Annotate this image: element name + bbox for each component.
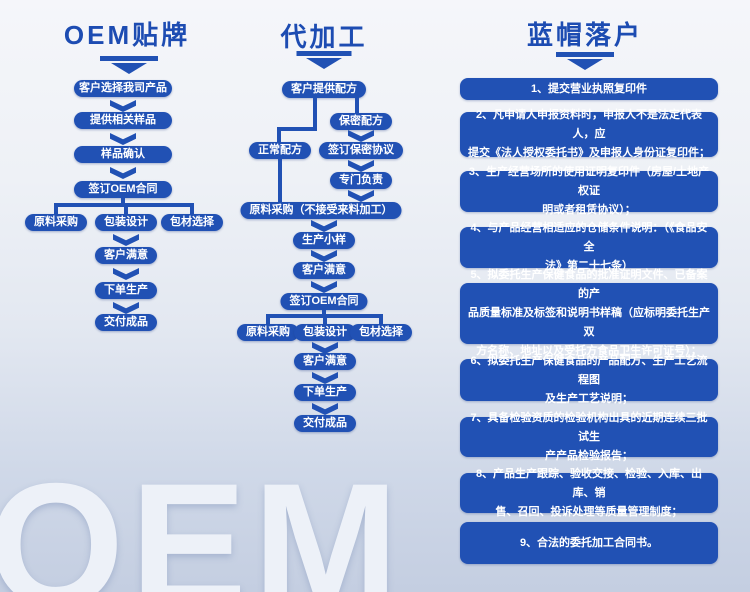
flow-node: 保密配方 — [330, 113, 392, 130]
down-arrow-icon — [111, 63, 147, 74]
flow-node: 专门负责 — [330, 172, 392, 189]
chevron-down-icon — [113, 268, 139, 280]
column-title-oem: OEM贴牌 — [63, 20, 191, 50]
flow-node: 交付成品 — [294, 415, 356, 432]
list-item: 3、生产经营场所的使用证明复印件（房屋/土地产权证 明或者租赁协议）； — [460, 166, 718, 216]
list-item: 8、产品生产跟踪、验收交接、检验、入库、出库、销 售、召回、投诉处理等质量管理制… — [460, 468, 718, 518]
chevron-down-icon — [311, 220, 337, 232]
column-title-daijiagong: 代加工 — [280, 22, 368, 52]
flow-node: 签订OEM合同 — [280, 293, 368, 310]
down-arrow-icon — [306, 58, 342, 69]
flow-node: 客户满意 — [294, 353, 356, 370]
chevron-down-icon — [113, 302, 139, 314]
connector-line — [379, 314, 383, 325]
list-item: 4、与产品经营相适应的仓储条件说明：（《食品安全 法》第二十七条） — [460, 222, 718, 272]
connector-line — [190, 203, 194, 215]
flow-node: 原料采购 — [25, 214, 87, 231]
connector-line — [322, 310, 326, 317]
column-title-lanmao: 蓝帽落户 — [526, 20, 644, 50]
flow-node: 下单生产 — [95, 282, 157, 299]
watermark-text: OEM — [0, 448, 405, 592]
connector-line — [277, 127, 281, 143]
flow-node: 包装设计 — [294, 324, 356, 341]
flow-node: 提供相关样品 — [74, 112, 172, 129]
list-item: 2、凡申请人申报资料时，申报人不是法定代表人，应 提交《法人授权委托书》及申报人… — [460, 109, 718, 159]
flow-node: 客户满意 — [95, 247, 157, 264]
flow-node: 客户选择我司产品 — [74, 80, 172, 97]
chevron-down-icon — [113, 234, 139, 246]
chevron-down-icon — [110, 100, 136, 112]
chevron-down-icon — [312, 372, 338, 384]
list-item: 6、拟委托生产保健食品的产品配方、生产工艺流程图 及生产工艺说明； — [460, 355, 718, 405]
chevron-down-icon — [348, 160, 374, 172]
connector-line — [54, 203, 58, 215]
flow-node: 原料采购 — [237, 324, 299, 341]
connector-line — [266, 314, 270, 325]
connector-line — [121, 198, 125, 205]
connector-line — [278, 158, 282, 203]
flow-node: 下单生产 — [294, 384, 356, 401]
flow-node: 样品确认 — [74, 146, 172, 163]
chevron-down-icon — [312, 403, 338, 415]
flow-node: 签订OEM合同 — [74, 181, 172, 198]
flow-node: 包材选择 — [161, 214, 223, 231]
flow-node: 客户满意 — [293, 262, 355, 279]
flow-node: 生产小样 — [293, 232, 355, 249]
list-item: 1、提交营业执照复印件 — [460, 78, 718, 100]
connector-line — [355, 97, 359, 114]
chevron-down-icon — [311, 250, 337, 262]
list-item: 5、拟委托生产保健食品的批准证明文件、已备案的产 品质量标准及标签和说明书样稿（… — [460, 269, 718, 357]
down-arrow-icon — [567, 59, 603, 70]
flow-node: 包装设计 — [95, 214, 157, 231]
chevron-down-icon — [110, 167, 136, 179]
down-arrow-bar — [100, 56, 158, 61]
down-arrow-bar — [296, 51, 352, 56]
connector-line — [313, 97, 317, 131]
flow-node: 包材选择 — [350, 324, 412, 341]
flow-node: 签订保密协议 — [319, 142, 403, 159]
list-item: 7、具备检验资质的检验机构出具的近期连续三批试生 产产品检验报告； — [460, 412, 718, 462]
connector-line — [124, 203, 128, 215]
flow-node: 正常配方 — [249, 142, 311, 159]
connector-line — [277, 127, 317, 131]
chevron-down-icon — [311, 281, 337, 293]
chevron-down-icon — [110, 133, 136, 145]
down-arrow-bar — [556, 52, 614, 57]
flow-node: 原料采购（不接受来料加工） — [240, 202, 402, 219]
chevron-down-icon — [348, 130, 374, 142]
connector-line — [323, 314, 327, 325]
flow-node: 交付成品 — [95, 314, 157, 331]
flow-node: 客户提供配方 — [282, 81, 366, 98]
list-item: 9、合法的委托加工合同书。 — [460, 522, 718, 564]
chevron-down-icon — [348, 190, 374, 202]
